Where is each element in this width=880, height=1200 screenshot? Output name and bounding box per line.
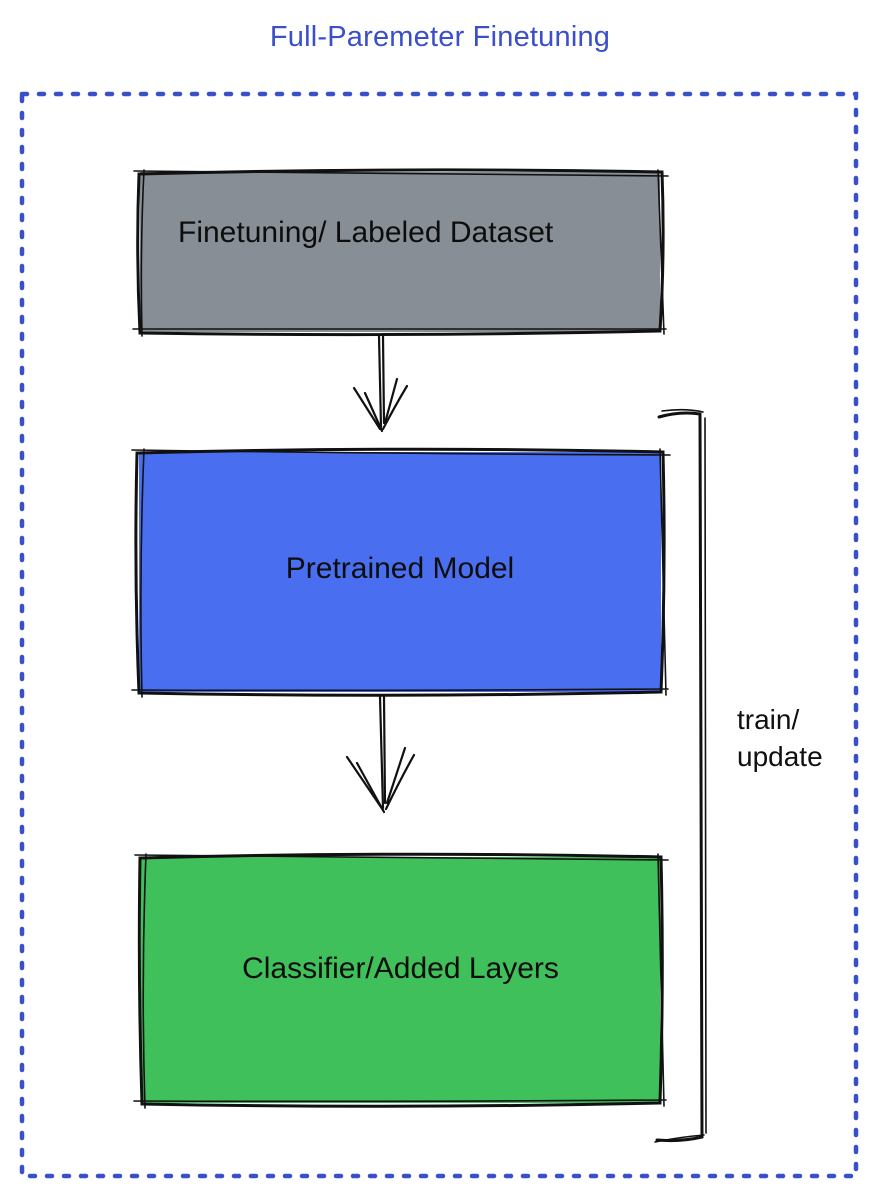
node-pretrained-model: Pretrained Model: [139, 452, 661, 692]
arrow-pretrained-to-classifier: [345, 695, 416, 814]
train-update-label-line2: update: [737, 741, 823, 772]
node-classifier-added-layers-label: Classifier/Added Layers: [242, 952, 559, 985]
train-update-label: train/ update: [737, 701, 823, 775]
node-classifier-added-layers: Classifier/Added Layers: [141, 857, 660, 1103]
node-finetuning-dataset-label: Finetuning/ Labeled Dataset: [178, 216, 554, 249]
diagram-title: Full-Paremeter Finetuning: [269, 21, 611, 53]
arrow-dataset-to-pretrained: [352, 334, 409, 433]
train-update-label-line1: train/: [737, 704, 800, 735]
node-pretrained-model-label: Pretrained Model: [285, 552, 515, 585]
node-finetuning-dataset: Finetuning/ Labeled Dataset: [140, 172, 660, 332]
train-update-bracket: [654, 408, 707, 1143]
